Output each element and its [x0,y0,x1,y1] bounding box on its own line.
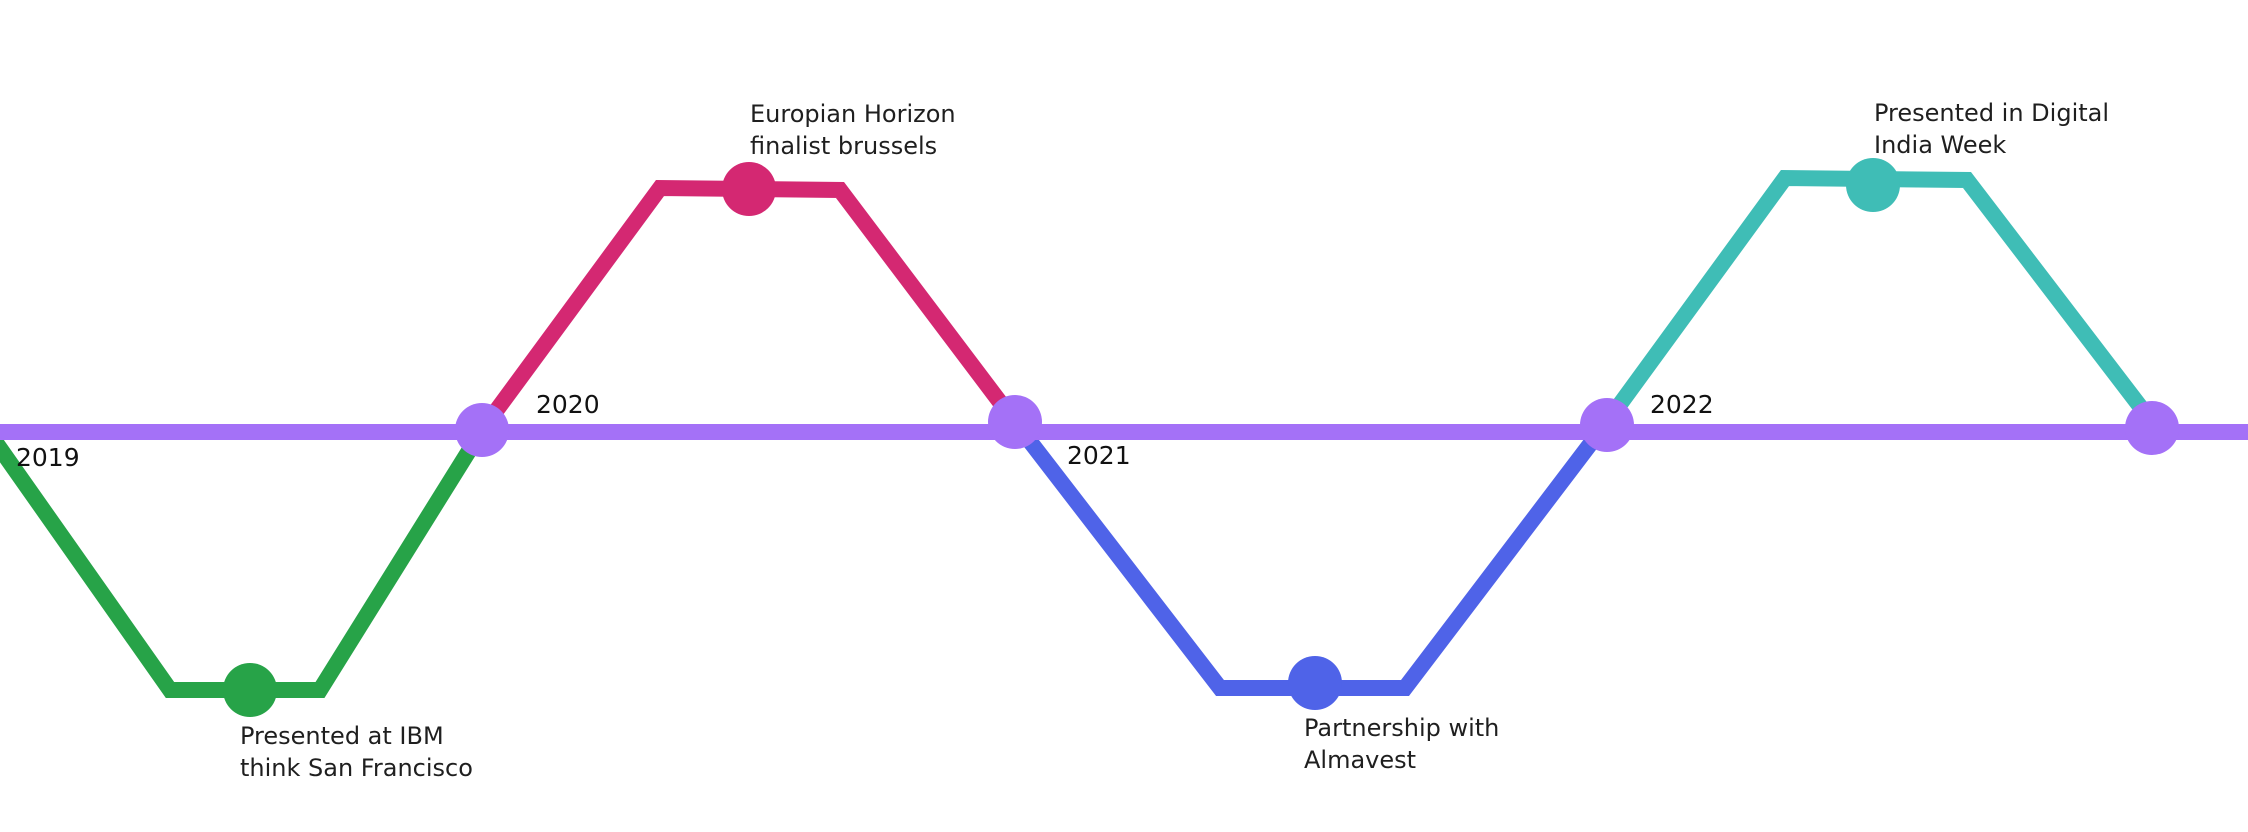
india-branch-path [1600,169,2159,427]
event-label-horizon-line1: Europian Horizon [750,100,956,128]
event-label-india: Presented in Digital India Week [1874,97,2109,161]
almavest-event-node [1288,656,1342,710]
year-node-2020 [455,403,509,457]
year-node-2022 [1580,398,1634,452]
horizon-event-node [722,162,776,216]
india-event-node [1846,158,1900,212]
event-label-almavest-line2: Almavest [1304,746,1417,774]
event-label-almavest: Partnership with Almavest [1304,712,1499,776]
event-label-india-line1: Presented in Digital [1874,99,2110,127]
year-label-2020: 2020 [536,390,600,419]
event-label-ibm-line2: think San Francisco [240,754,473,782]
year-label-2021: 2021 [1067,441,1131,470]
ibm-event-node [223,663,277,717]
event-label-ibm: Presented at IBM think San Francisco [240,720,473,784]
year-node-end [2125,401,2179,455]
event-label-horizon-line2: finalist brussels [750,132,938,160]
event-label-almavest-line1: Partnership with [1304,714,1500,742]
event-label-india-line2: India Week [1874,131,2007,159]
year-node-2021 [988,395,1042,449]
year-label-2022: 2022 [1650,390,1714,419]
event-label-ibm-line1: Presented at IBM [240,722,444,750]
event-label-horizon: Europian Horizon finalist brussels [750,98,956,162]
year-label-2019: 2019 [16,443,80,472]
